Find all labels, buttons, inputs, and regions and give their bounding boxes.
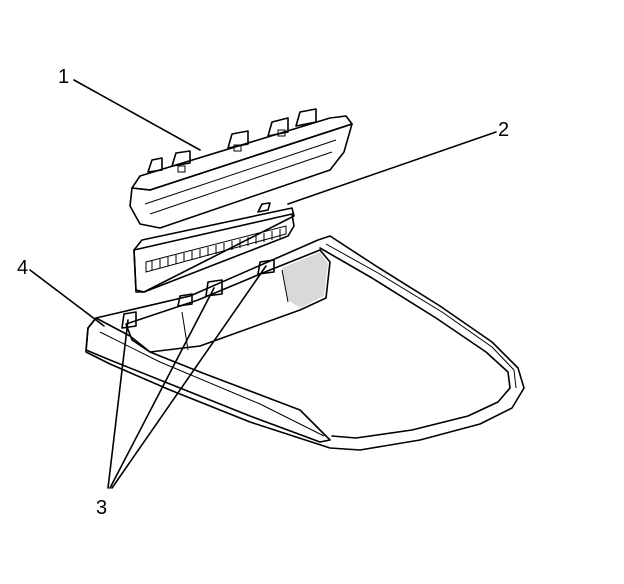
leader-1 xyxy=(73,79,201,151)
retaining-tab xyxy=(257,259,275,275)
board-contacts xyxy=(151,229,281,270)
panel-outer-rim xyxy=(85,235,525,451)
retaining-tab xyxy=(205,279,223,297)
callout-4: 4 xyxy=(17,257,29,279)
leader-lines xyxy=(29,79,497,489)
housing-front-face xyxy=(129,123,353,229)
part-4-mounting-panel xyxy=(85,235,525,451)
callout-1: 1 xyxy=(58,66,70,88)
housing-slot xyxy=(177,165,186,173)
housing-edge xyxy=(149,151,333,215)
callout-2: 2 xyxy=(498,119,510,141)
panel-rim-edge xyxy=(325,243,517,389)
housing-slot xyxy=(277,129,286,137)
board-outline xyxy=(133,207,295,293)
housing-edge xyxy=(144,139,337,205)
board-contact-strip xyxy=(145,225,287,273)
housing-tab xyxy=(171,150,191,167)
panel-pocket-edge xyxy=(181,311,189,351)
panel-inner-rim xyxy=(319,247,511,439)
panel-front-lip xyxy=(85,317,331,443)
leader-3c xyxy=(111,265,267,489)
callout-3: 3 xyxy=(96,497,108,519)
housing-tab xyxy=(295,108,317,127)
panel-pocket-edge xyxy=(281,269,289,303)
board-face xyxy=(133,213,295,293)
housing-top-surface xyxy=(131,115,353,191)
housing-slot xyxy=(233,144,242,152)
leader-3b xyxy=(109,287,215,489)
part-1-housing xyxy=(129,108,353,229)
leader-3a xyxy=(107,319,129,489)
retaining-tab xyxy=(177,293,193,307)
panel-pocket-shadow xyxy=(282,252,328,308)
leader-4 xyxy=(29,269,105,327)
retaining-tab xyxy=(121,311,137,329)
part-2-circuit-board xyxy=(133,202,295,293)
board-tab xyxy=(257,202,271,213)
leader-2 xyxy=(287,131,497,205)
panel-lip-edge xyxy=(99,331,325,437)
